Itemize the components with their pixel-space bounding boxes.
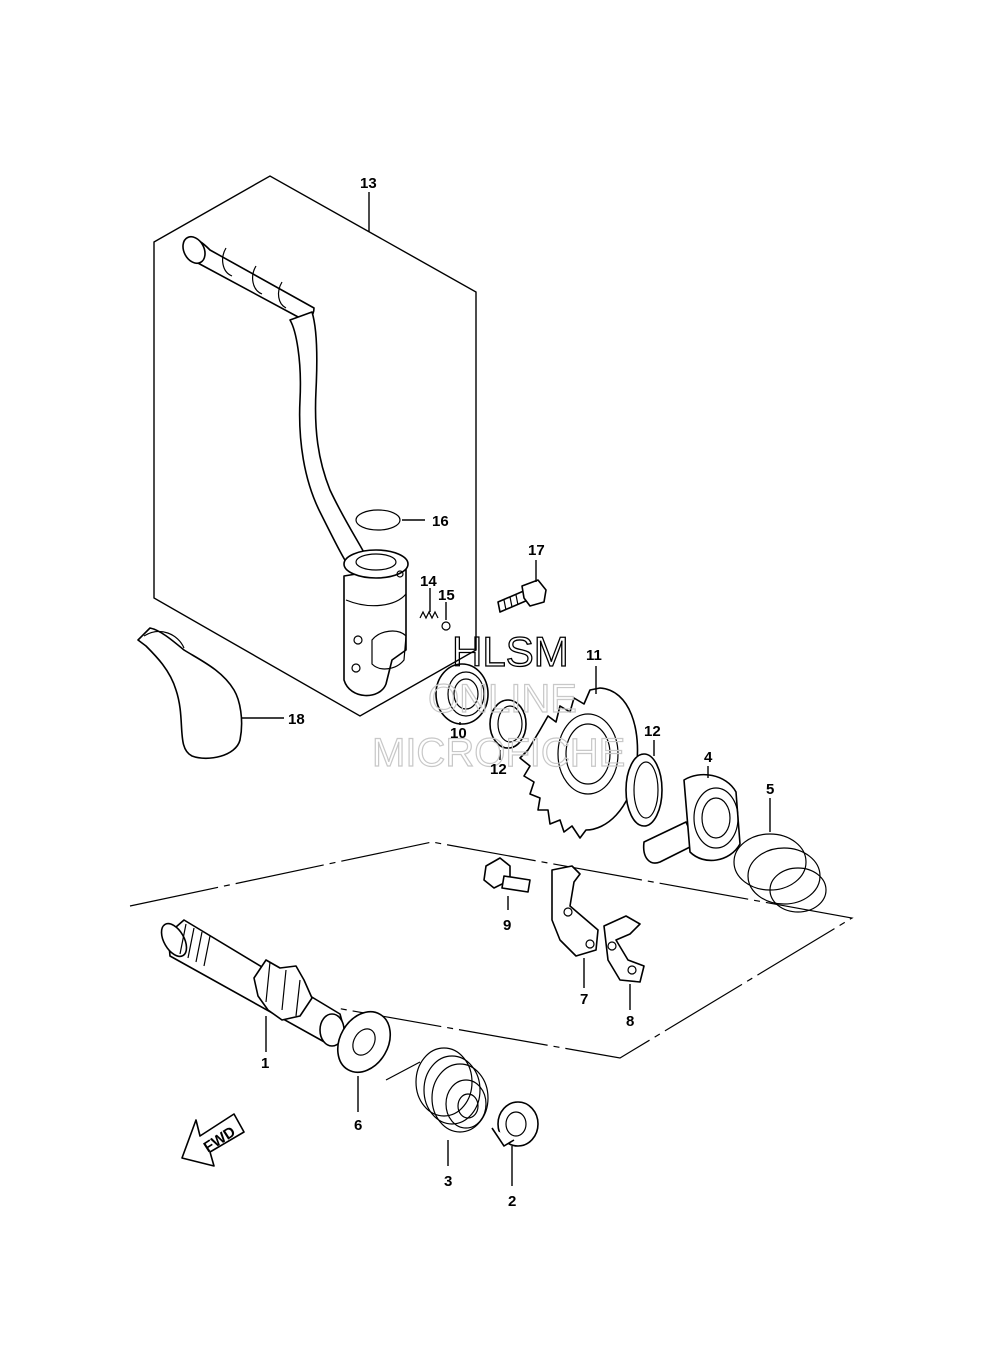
callout-6: 6	[354, 1117, 362, 1134]
callout-11: 11	[586, 647, 602, 664]
stopper-plate-8	[603, 915, 645, 1010]
shaft-group-box	[129, 841, 854, 1059]
washer-12-right	[625, 740, 663, 827]
callout-17: 17	[528, 542, 545, 559]
boot-cover-18	[137, 627, 284, 760]
callout-12-right: 12	[644, 723, 661, 740]
return-spring-3	[385, 1047, 489, 1166]
watermark-line2: ONLINE	[428, 677, 577, 721]
kick-lever	[182, 235, 409, 697]
spring-14	[419, 588, 439, 620]
callout-15: 15	[438, 587, 455, 604]
callout-8: 8	[626, 1013, 634, 1030]
fwd-arrow-icon: FWD	[181, 1113, 245, 1167]
kick-lever-group-box	[153, 175, 477, 717]
washer-6	[336, 1011, 392, 1112]
callout-5: 5	[766, 781, 774, 798]
watermark: HLSM ONLINE MICROFICHE	[371, 627, 626, 775]
kick-shaft-1	[160, 919, 347, 1052]
guide-plate-7	[551, 865, 599, 988]
ratchet-4	[642, 766, 741, 864]
callout-13: 13	[360, 175, 377, 192]
callout-16: 16	[432, 513, 449, 530]
ball-15	[441, 602, 451, 631]
washer-12-left	[489, 699, 527, 760]
bolt-9	[483, 857, 531, 910]
callout-9: 9	[503, 917, 511, 934]
bolt-17	[497, 560, 547, 613]
oil-seal-10	[435, 663, 489, 725]
callout-2: 2	[508, 1193, 516, 1210]
watermark-line1: HLSM	[452, 628, 569, 675]
spring-guide-2	[491, 1101, 539, 1186]
callout-10: 10	[450, 725, 467, 742]
callout-4: 4	[704, 749, 713, 766]
spring-5	[733, 798, 827, 913]
callout-12-left: 12	[490, 761, 507, 778]
circlip-16	[355, 509, 425, 531]
callout-7: 7	[580, 991, 588, 1008]
callout-14: 14	[420, 573, 437, 590]
watermark-line3: MICROFICHE	[372, 731, 625, 775]
callout-3: 3	[444, 1173, 452, 1190]
callout-1: 1	[261, 1055, 269, 1072]
callout-18: 18	[288, 711, 305, 728]
